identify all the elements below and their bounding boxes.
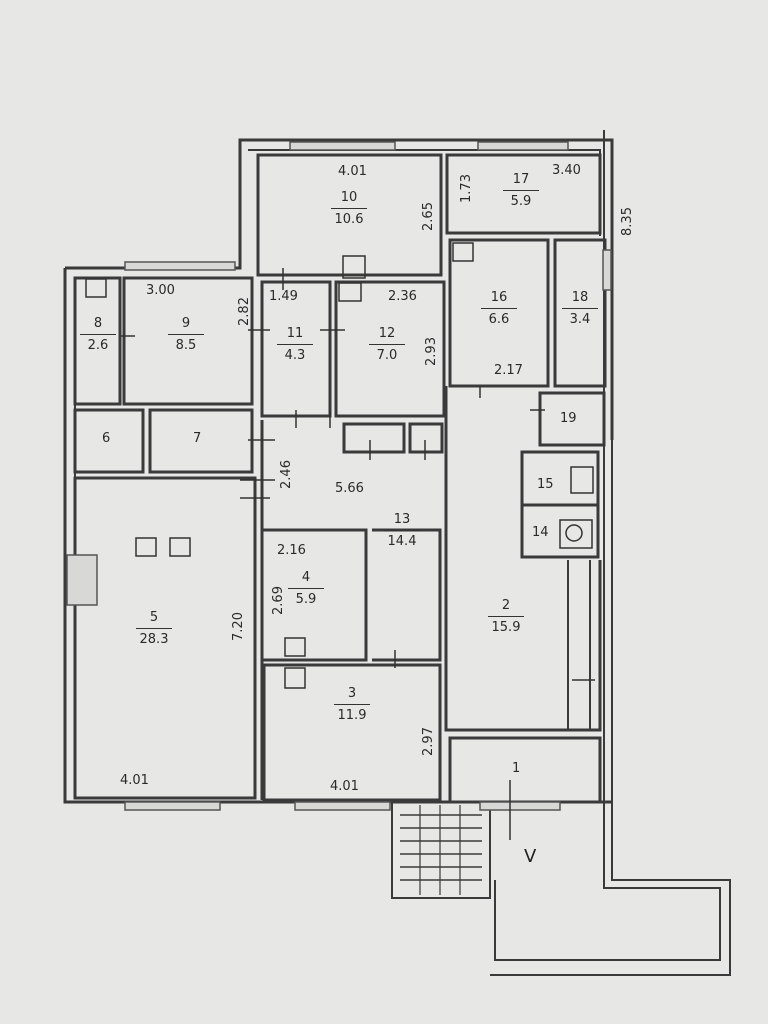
dim-room12-width: 2.36: [388, 289, 417, 304]
room-14-label: 14: [532, 525, 549, 540]
dim-room5-width: 4.01: [120, 773, 149, 788]
dim-room11-width: 1.49: [269, 289, 298, 304]
dim-room5-height: 7.20: [230, 612, 246, 641]
room-19-label: 19: [560, 411, 577, 426]
windows: [66, 141, 612, 811]
dim-room17-width: 3.40: [552, 163, 581, 178]
dim-room3-height: 2.97: [420, 727, 436, 756]
dim-room9-width: 3.00: [146, 283, 175, 298]
wall-ticks: [120, 268, 595, 840]
dim-room12-height: 2.93: [423, 337, 439, 366]
room-15-label: 15: [537, 477, 554, 492]
dim-room4-height: 2.69: [270, 586, 286, 615]
entrance-mark: V: [524, 846, 537, 867]
dim-room4-width: 2.16: [277, 543, 306, 558]
dim-room17-height: 1.73: [458, 174, 474, 203]
fixtures: [85, 242, 594, 689]
dim-room16-width: 2.17: [494, 363, 523, 378]
dim-room10-height: 2.65: [420, 202, 436, 231]
room-7-label: 7: [193, 431, 202, 446]
dim-corridor-length: 5.66: [335, 481, 364, 496]
room-1-label: 1: [512, 761, 521, 776]
dim-outer-right: 8.35: [619, 207, 635, 236]
dim-room10-width: 4.01: [338, 164, 367, 179]
dim-corridor-height: 2.46: [278, 460, 294, 489]
dim-room3-width: 4.01: [330, 779, 359, 794]
dim-room9-height: 2.82: [236, 297, 252, 326]
room-6-label: 6: [102, 431, 111, 446]
